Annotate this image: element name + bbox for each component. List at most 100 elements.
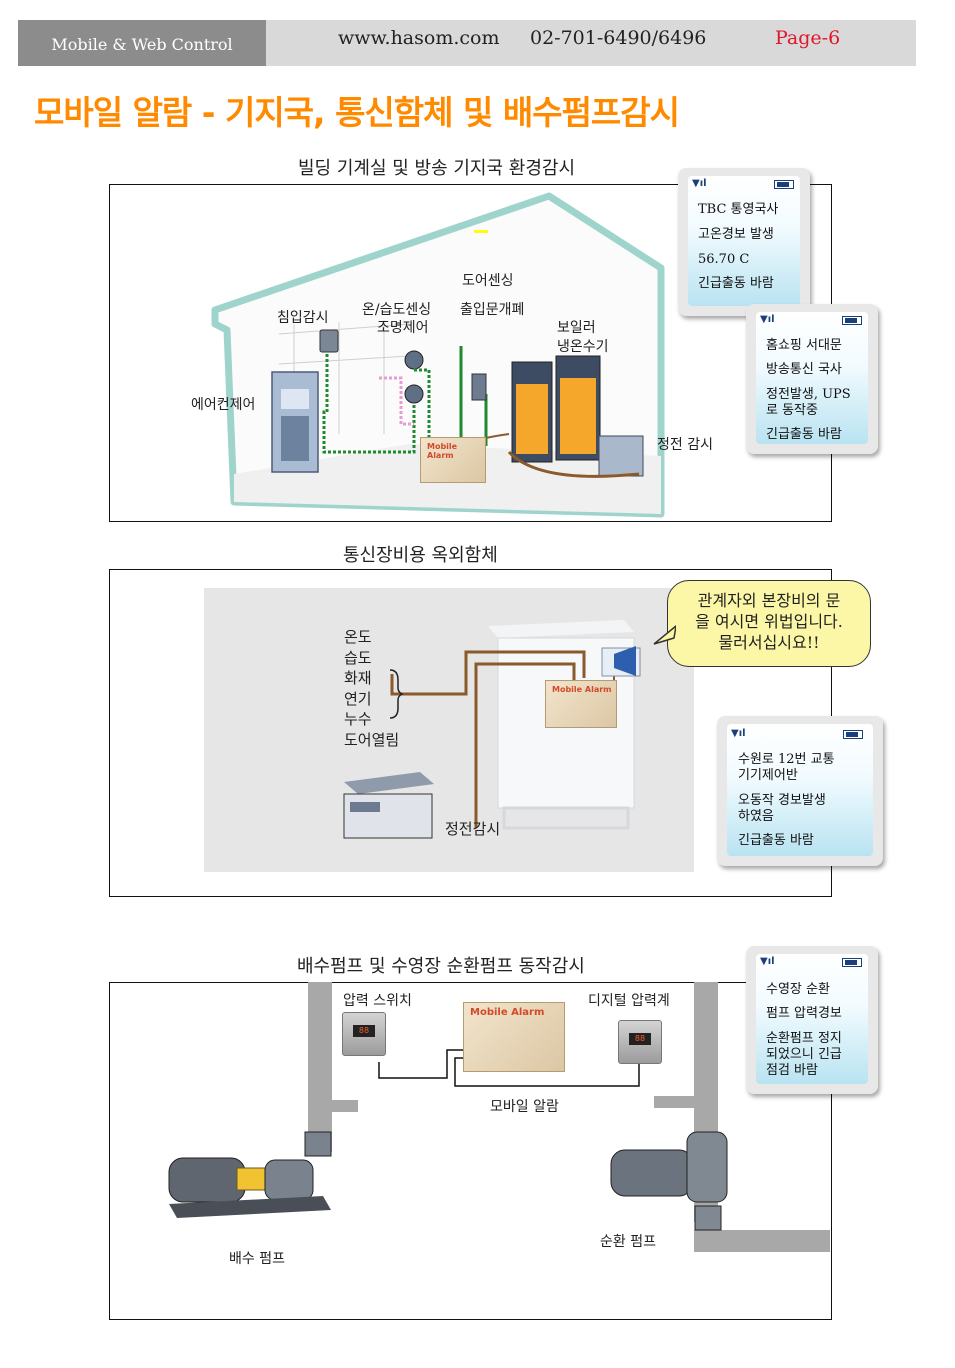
circ-pump-outlet: [694, 1205, 722, 1231]
ups-body: [343, 793, 433, 839]
header-brand: Mobile & Web Control: [18, 20, 266, 66]
header-url[interactable]: www.hasom.com: [338, 27, 500, 49]
phone2-line: 방송통신 국사: [766, 362, 842, 377]
label-power-monitor-2: 정전감시: [445, 820, 501, 838]
ups-panel: [350, 802, 380, 812]
phone3-line: 수원로 12번 교통: [738, 752, 835, 767]
sensor-item: 도어열림: [344, 730, 400, 749]
megaphone-icon: [614, 646, 636, 676]
bubble-line: 을 여시면 위법입니다.: [695, 612, 843, 631]
wire-green-1: [322, 354, 416, 454]
digital-gauge-display: 88: [629, 1033, 651, 1045]
bubble-tail: [653, 625, 676, 645]
phone4-line: 순환펌프 정지: [766, 1031, 842, 1046]
intrusion-sensor: [319, 329, 339, 353]
cabinet-top: [488, 620, 634, 638]
phone-message-3: ▼ıl 수원로 12번 교통 기기제어반 오동작 경보발생 하였음 긴급출동 바…: [717, 716, 883, 866]
wire-left: [378, 1049, 463, 1079]
drain-pump-coupling: [236, 1167, 266, 1191]
battery-icon: [842, 316, 862, 325]
mobile-alarm-device-2: Mobile Alarm: [545, 680, 617, 728]
label-digital-gauge: 디지털 압력계: [588, 993, 670, 1009]
phone-message-2: ▼ıl 홈쇼핑 서대문 방송통신 국사 정전발생, UPS 로 동작중 긴급출동…: [746, 304, 878, 454]
pump-illustration: [168, 982, 830, 1252]
page-title: 모바일 알람 - 기지국, 통신함체 및 배수펌프감시: [34, 93, 680, 132]
circ-pump-motor: [610, 1149, 694, 1197]
phone2-line: 정전발생, UPS: [766, 387, 851, 402]
label-pressure-switch: 압력 스위치: [343, 993, 412, 1009]
pressure-switch-device: 88: [342, 1012, 386, 1056]
wire-green-2: [414, 368, 431, 454]
door-reader: [471, 373, 487, 401]
section3-title: 배수펌프 및 수영장 순환펌프 동작감시: [297, 956, 585, 977]
section2-title: 통신장비용 옥외함체: [343, 545, 498, 566]
phone2-line: 긴급출동 바람: [766, 427, 842, 442]
circ-pump-casing: [686, 1131, 728, 1203]
sensor-list: 온도 습도 화재 연기 누수 도어열림: [344, 627, 399, 750]
drain-pump-base: [169, 1196, 331, 1218]
label-access: 출입문개폐: [460, 302, 525, 318]
label-door-sensing: 도어센싱: [462, 273, 514, 289]
signal-icon: ▼ıl: [760, 956, 775, 967]
phone4-line: 되었으니 긴급: [766, 1047, 842, 1062]
phone1-line: 긴급출동 바람: [698, 276, 774, 291]
label-circ-pump: 순환 펌프: [600, 1234, 656, 1250]
warning-bubble: 관계자외 본장비의 문 을 여시면 위법입니다. 물러서십시요!!: [667, 580, 871, 667]
section1-title: 빌딩 기계실 및 방송 기지국 환경감시: [298, 158, 576, 179]
phone-message-1: ▼ıl TBC 통영국사 고온경보 발생 56.70 C 긴급출동 바람: [678, 168, 810, 316]
mobile-alarm-device-1: Mobile Alarm: [420, 437, 486, 483]
pipe-bottom: [694, 1230, 830, 1252]
phone1-line: 56.70 C: [698, 252, 750, 267]
signal-icon: ▼ıl: [760, 314, 775, 325]
building-illustration: [211, 192, 665, 518]
phone2-line: 로 동작중: [766, 403, 818, 418]
label-hvac: 냉온수기: [557, 339, 609, 355]
phone1-line: TBC 통영국사: [698, 202, 779, 217]
drain-pump-outlet: [304, 1131, 332, 1157]
pipe-right-branch: [654, 1096, 718, 1108]
sensor-item: 연기: [344, 689, 372, 708]
light-mark: [474, 230, 488, 233]
sensor-item: 습도: [344, 648, 372, 667]
ups-top: [344, 772, 434, 794]
mobile-alarm-device-3: Mobile Alarm: [463, 1002, 565, 1072]
bubble-line: 물러서십시요!!: [718, 633, 820, 652]
label-drain-pump: 배수 펌프: [229, 1251, 285, 1267]
aircon-panel: [281, 389, 309, 409]
drain-pump-casing: [264, 1159, 314, 1201]
signal-icon: ▼ıl: [731, 728, 746, 739]
phone4-line: 펌프 압력경보: [766, 1006, 842, 1021]
sensor-brace: [389, 669, 404, 719]
label-power-monitor: 정전 감시: [657, 437, 713, 453]
label-boiler: 보일러: [557, 320, 596, 336]
phone3-line: 오동작 경보발생: [738, 793, 826, 808]
pipe-left: [308, 982, 358, 1112]
phone1-line: 고온경보 발생: [698, 227, 774, 242]
phone-message-4: ▼ıl 수영장 순환 펌프 압력경보 순환펌프 정지 되었으니 긴급 점검 바람: [746, 946, 878, 1094]
wire-brown-2: [474, 662, 576, 828]
phone3-line: 기기제어반: [738, 768, 798, 783]
header-page-number: Page-6: [775, 27, 841, 49]
label-temp-humid: 온/습도센싱: [362, 302, 432, 318]
phone3-line: 긴급출동 바람: [738, 833, 814, 848]
phone2-line: 홈쇼핑 서대문: [766, 338, 842, 353]
phone3-line: 하였음: [738, 809, 774, 824]
sensor-item: 화재: [344, 669, 372, 687]
sensor-item: 누수: [344, 710, 372, 728]
battery-icon: [774, 180, 794, 189]
label-aircon: 에어컨제어: [191, 397, 256, 413]
wire-right: [454, 1057, 640, 1087]
pressure-switch-display: 88: [353, 1025, 375, 1037]
cabinet-stand: [502, 806, 630, 830]
sensor-item: 온도: [344, 628, 372, 646]
battery-icon: [843, 730, 863, 739]
digital-gauge-device: 88: [618, 1020, 662, 1064]
bubble-line: 관계자외 본장비의 문: [697, 591, 841, 610]
label-lighting: 조명제어: [377, 320, 429, 336]
label-mobile-alarm: 모바일 알람: [490, 1099, 559, 1115]
battery-icon: [842, 958, 862, 967]
aircon-vent: [281, 416, 309, 461]
ups-unit: [598, 435, 644, 477]
humid-sensor: [404, 384, 424, 404]
boiler-cabinets: [511, 355, 601, 463]
